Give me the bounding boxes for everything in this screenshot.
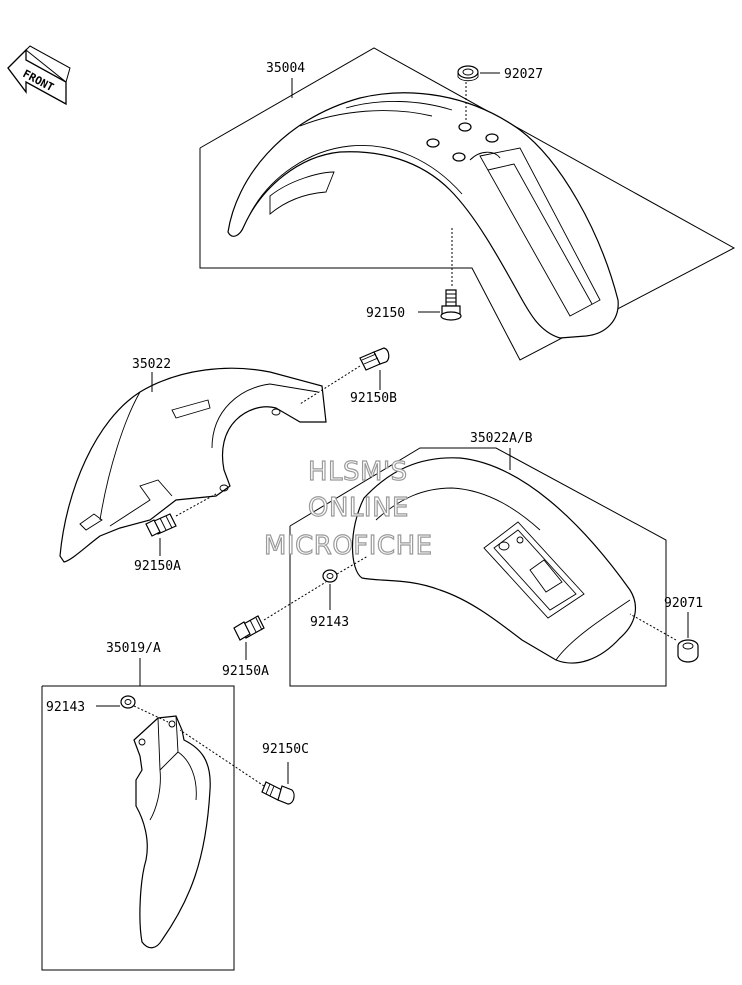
watermark-line-3: MICROFICHE — [264, 531, 433, 561]
rear-fender-35022 — [59, 367, 327, 563]
label-92150: 92150 — [366, 306, 405, 321]
bolt-92150A-left — [145, 513, 177, 537]
label-92150A-1: 92150A — [134, 559, 181, 574]
rear-fender-35022AB — [351, 457, 637, 664]
bolt-92150A-center — [233, 615, 265, 641]
front-fender-35004 — [227, 92, 619, 339]
washer-92143-center — [322, 569, 338, 583]
label-92150A-2: 92150A — [222, 664, 269, 679]
rear-fender-group-box — [289, 447, 667, 687]
watermark-line-1: HLSM'S — [308, 457, 408, 487]
front-fender-group-box — [199, 47, 736, 361]
bolt-92150C — [261, 781, 295, 805]
label-92150B: 92150B — [350, 391, 397, 406]
washer-92143-lower — [120, 695, 136, 709]
bolt-92150B — [359, 347, 390, 371]
grommet-92071 — [677, 639, 699, 663]
label-35022AB: 35022A/B — [470, 431, 533, 446]
label-92071: 92071 — [664, 596, 703, 611]
label-35022: 35022 — [132, 357, 171, 372]
mud-flap-35019A — [133, 715, 211, 949]
label-35004: 35004 — [266, 61, 305, 76]
label-92027: 92027 — [504, 67, 543, 82]
washer-92027 — [457, 65, 479, 82]
front-arrow-icon: FRONT — [7, 45, 71, 106]
watermark: HLSM'S ONLINE MICROFICHE — [263, 456, 433, 561]
mud-flap-group-box — [41, 685, 235, 971]
label-35019A: 35019/A — [106, 641, 161, 656]
label-92143-2: 92143 — [46, 700, 85, 715]
label-92150C: 92150C — [262, 742, 309, 757]
watermark-line-2: ONLINE — [308, 493, 409, 523]
bolt-92150 — [440, 289, 462, 321]
label-92143-1: 92143 — [310, 615, 349, 630]
